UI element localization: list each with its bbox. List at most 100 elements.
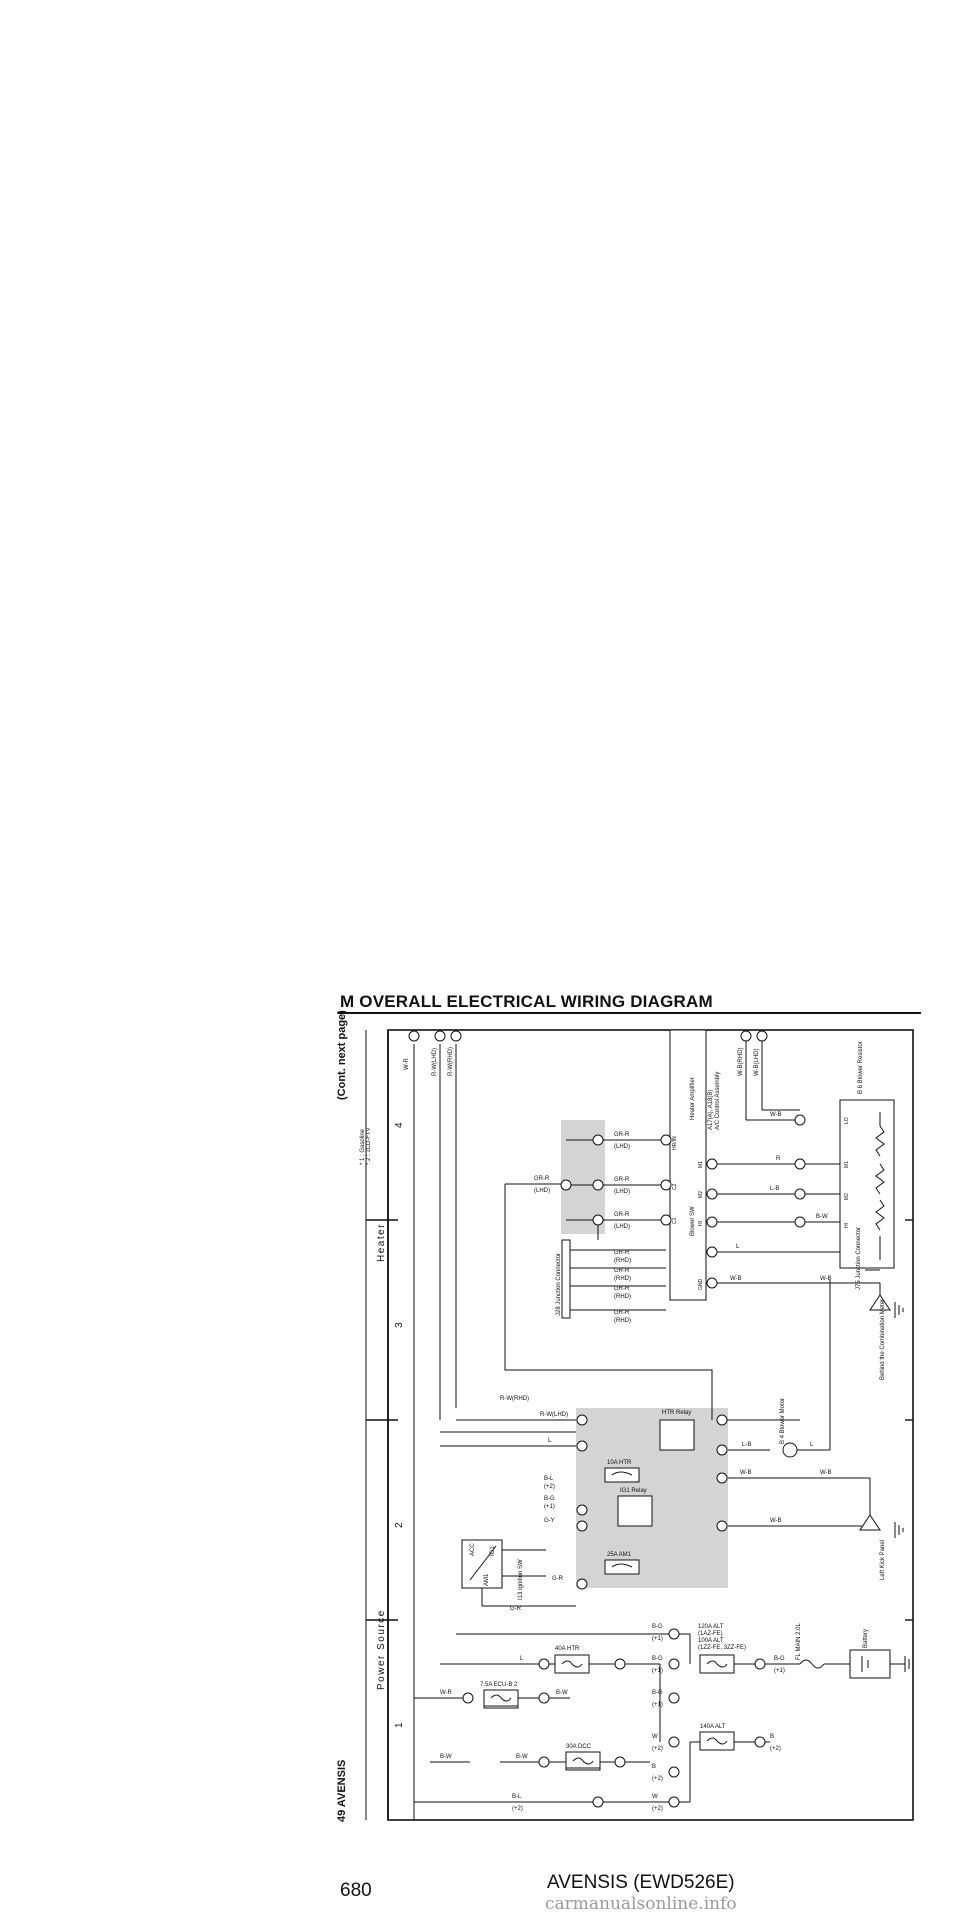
pin-ac-c1: C1 <box>672 1217 678 1224</box>
wire-label-b-w-2: B-W <box>556 1690 568 1696</box>
wire-label-plus2-2: (+2) <box>652 1746 663 1752</box>
wire-label-lhd-2: (LHD) <box>614 1189 630 1195</box>
wire-label-b-w-3: B-W <box>440 1754 452 1760</box>
label-fuse-100a-note: (1ZZ-FE, 3ZZ-FE) <box>698 1645 746 1651</box>
grid-number-4: 4 <box>394 1122 405 1128</box>
wire-label-plus2-6: (+2) <box>652 1806 663 1812</box>
label-blower-resistor: B 6 Blower Resistor <box>858 1041 864 1094</box>
wire-label-plus1-1: (+1) <box>544 1504 555 1510</box>
wire-label-gr-r-8: GR-R <box>614 1310 630 1316</box>
label-fuse-10a-htr: 10A HTR <box>607 1460 632 1466</box>
sheet-page-label: 49 AVENSIS <box>336 1760 348 1822</box>
label-htr-relay: HTR Relay <box>662 1410 691 1416</box>
footer-title: AVENSIS (EWD526E) <box>547 1872 735 1893</box>
wire-label-plus2-5: (+2) <box>512 1806 523 1812</box>
pin-res-m2: M2 <box>844 1193 850 1200</box>
pin-ac-hrin: HR/IN <box>672 1136 678 1150</box>
label-ground-combination: Behind the Combination Meter <box>880 1299 886 1380</box>
sheet-continuation: (Cont. next page) <box>336 1010 348 1100</box>
wire-label-g-y: G-Y <box>544 1518 555 1524</box>
pin-res-lo: LO <box>844 1117 850 1124</box>
wire-label-rhd-3: (RHD) <box>614 1294 631 1300</box>
wire-label-b-g-5: B-G <box>774 1656 785 1662</box>
footnote-gasoline: * 1 : Gasoline <box>360 1128 366 1165</box>
wire-label-b-2: B <box>652 1764 656 1770</box>
wire-label-b-g-2: B-G <box>652 1624 663 1630</box>
label-junction-j75: J75 Junction Connector <box>856 1227 862 1290</box>
footnote-1cdftv: * 2 : 1CD-FTV <box>366 1127 372 1165</box>
wire-label-lhd-3: (LHD) <box>614 1224 630 1230</box>
grid-number-2: 2 <box>394 1522 405 1528</box>
label-fuse-25a-am1: 25A AM1 <box>607 1552 632 1558</box>
label-ac-control-code: A17(A), A18(B) <box>708 1090 714 1130</box>
wire-label-plus1-4: (+1) <box>652 1702 663 1708</box>
label-fuse-120a-alt: 120A ALT <box>698 1624 724 1630</box>
pin-res-hi: HI <box>844 1223 850 1228</box>
wire-label-plus2-1: (+2) <box>544 1484 555 1490</box>
pin-res-m1: M1 <box>844 1161 850 1168</box>
label-battery: Battery <box>863 1629 869 1648</box>
wire-label-b-g-1: B-G <box>544 1496 555 1502</box>
label-fuse-140a-alt: 140A ALT <box>700 1724 726 1730</box>
label-fuse-100a-alt: 100A ALT <box>698 1638 724 1644</box>
label-ign-acc: ACC <box>470 1543 476 1556</box>
wire-label-w-b-2: W-B <box>730 1276 742 1282</box>
wire-label-b-g-4: B-G <box>652 1690 663 1696</box>
wire-label-w-2: W <box>652 1794 658 1800</box>
label-ignition-sw: I13 Ignition SW <box>518 1559 524 1600</box>
pin-ac-c2: C2 <box>672 1183 678 1190</box>
label-ac-control-name: A/C Control Assembly <box>715 1072 721 1130</box>
label-junction-j28: J28 Junction Connector <box>556 1253 562 1316</box>
wire-label-b-w-1: B-W <box>816 1214 828 1220</box>
wire-label-w-b-6: W-B <box>770 1518 782 1524</box>
pin-ac-hi: HI <box>698 1221 704 1226</box>
wire-label-w-b-rhd: W-B(RHD) <box>738 1047 744 1076</box>
wire-label-l-4: L <box>520 1656 524 1662</box>
label-ign-ig1: IG1 <box>490 1546 496 1556</box>
wire-label-r-w-lhd-2: R-W(LHD) <box>540 1412 568 1418</box>
label-fuse-40a-htr: 40A HTR <box>555 1646 580 1652</box>
wire-label-l-3: L <box>810 1442 814 1448</box>
label-ign-am1: AM1 <box>484 1573 490 1586</box>
wire-label-r-w-rhd: R-W(RHD) <box>448 1047 454 1076</box>
section-power-source: Power Source <box>376 1609 387 1690</box>
wire-label-w-b-4: W-B <box>740 1470 752 1476</box>
wire-label-r-1: R <box>776 1156 781 1162</box>
wire-label-gr-r-1: GR-R <box>614 1132 630 1138</box>
wire-label-r-w-rhd-2: R-W(RHD) <box>500 1396 529 1402</box>
label-blower-motor: B 4 Blower Motor <box>780 1398 786 1444</box>
wire-label-g-r-2: G-R <box>510 1606 522 1612</box>
section-heater: Heater <box>376 1223 387 1262</box>
wire-label-b-l-2: B-L <box>512 1794 522 1800</box>
wire-label-gr-r-3: GR-R <box>614 1212 630 1218</box>
wire-label-lhd-4: (LHD) <box>534 1188 550 1194</box>
label-heater-amplifier: Heater Amplifier <box>690 1077 696 1120</box>
wire-label-l-b-2: L-B <box>742 1442 751 1448</box>
label-ig1-relay: IG1 Relay <box>620 1488 647 1494</box>
header-rule <box>338 1012 921 1014</box>
wire-label-l-2: L <box>548 1438 552 1444</box>
label-fuse-7-5a-ecub2: 7.5A ECU-B 2 <box>480 1682 518 1688</box>
wire-label-w-b-5: W-B <box>820 1470 832 1476</box>
wire-label-plus1-5: (+1) <box>774 1668 785 1674</box>
wire-label-rhd-1: (RHD) <box>614 1258 631 1264</box>
wire-label-w-r-2: W-R <box>440 1690 453 1696</box>
wire-label-b-1: B <box>770 1734 774 1740</box>
pin-ac-m1: M1 <box>698 1161 704 1168</box>
wire-label-r-w-lhd: R-W(LHD) <box>432 1048 438 1076</box>
label-fl-main: FL MAIN 2.0L <box>796 1623 802 1660</box>
wire-label-rhd-4: (RHD) <box>614 1318 631 1324</box>
pin-ac-m2: M2 <box>698 1191 704 1198</box>
ground-symbols <box>894 1302 910 1672</box>
wire-label-w-1: W <box>652 1734 658 1740</box>
wire-label-w-b-3: W-B <box>820 1276 832 1282</box>
wire-label-plus2-4: (+2) <box>652 1776 663 1782</box>
wire-label-b-w-4: B-W <box>516 1754 528 1760</box>
wire-label-w-r: W-R <box>404 1057 410 1070</box>
wire-label-lhd-1: (LHD) <box>614 1144 630 1150</box>
label-ground-left-kick: Left Kick Panel <box>880 1540 886 1580</box>
wire-label-b-l-1: B-L <box>544 1476 554 1482</box>
watermark-text: carmanualsonline.info <box>545 1894 737 1914</box>
page-header-title: M OVERALL ELECTRICAL WIRING DIAGRAM <box>340 992 713 1011</box>
